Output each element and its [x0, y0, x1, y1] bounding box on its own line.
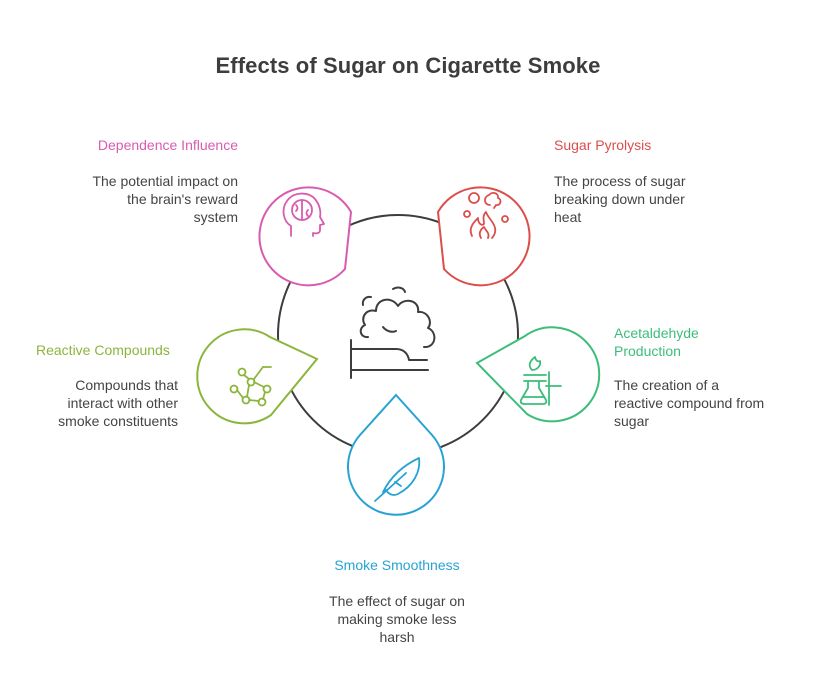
desc-line: Compounds that [75, 377, 178, 393]
sugar-pyrolysis-label: Sugar Pyrolysis [554, 137, 652, 153]
desc-line: The process of sugar [554, 173, 686, 189]
desc-line: The effect of sugar on [329, 593, 465, 609]
smoothness-teardrop [347, 393, 445, 516]
label-line: Production [614, 343, 681, 359]
pyrolysis-teardrop [436, 186, 531, 287]
feather-icon [374, 457, 421, 502]
desc-line: interact with other [67, 395, 179, 411]
acetaldehyde-production-label: Acetaldehyde Production [614, 324, 804, 360]
desc-line: The creation of a [614, 377, 720, 393]
desc-line: system [193, 209, 238, 225]
reactive-compounds-node[interactable] [196, 328, 319, 425]
dependence-teardrop [258, 186, 353, 287]
diagram-title: Effects of Sugar on Cigarette Smoke [215, 53, 601, 78]
sugar-pyrolysis-description: The process of sugar breaking down under… [554, 172, 754, 226]
smoke-smoothness-node[interactable] [347, 393, 445, 516]
desc-line: smoke constituents [58, 413, 178, 429]
acetaldehyde-production-description: The creation of a reactive compound from… [614, 376, 804, 430]
reactive-compounds-description: Compounds that interact with other smoke… [18, 376, 178, 430]
molecule-network-icon [229, 366, 272, 407]
desc-line: the brain's reward [127, 191, 238, 207]
desc-line: reactive compound from [614, 395, 765, 411]
smoke-smoothness-label: Smoke Smoothness [334, 557, 460, 573]
label-line: Acetaldehyde [614, 325, 699, 341]
brain-head-icon [282, 192, 325, 237]
dependence-influence-label: Dependence Influence [97, 137, 238, 153]
desc-line: The potential impact on [92, 173, 238, 189]
desc-line: making smoke less [337, 611, 457, 627]
sugar-pyrolysis-node[interactable] [436, 186, 531, 287]
desc-line: breaking down under [554, 191, 685, 207]
smoke-cigarette-icon [350, 286, 436, 379]
dependence-influence-description: The potential impact on the brain's rewa… [40, 172, 238, 226]
reactive-teardrop [196, 328, 319, 425]
fire-bubbles-icon [463, 191, 509, 239]
dependence-influence-node[interactable] [258, 186, 353, 287]
reactive-compounds-label: Reactive Compounds [36, 342, 170, 358]
desc-line: sugar [614, 413, 650, 429]
lab-flask-burner-icon [519, 356, 562, 406]
desc-line: harsh [379, 629, 415, 645]
smoke-smoothness-description: The effect of sugar on making smoke less… [297, 592, 497, 646]
desc-line: heat [554, 209, 582, 225]
